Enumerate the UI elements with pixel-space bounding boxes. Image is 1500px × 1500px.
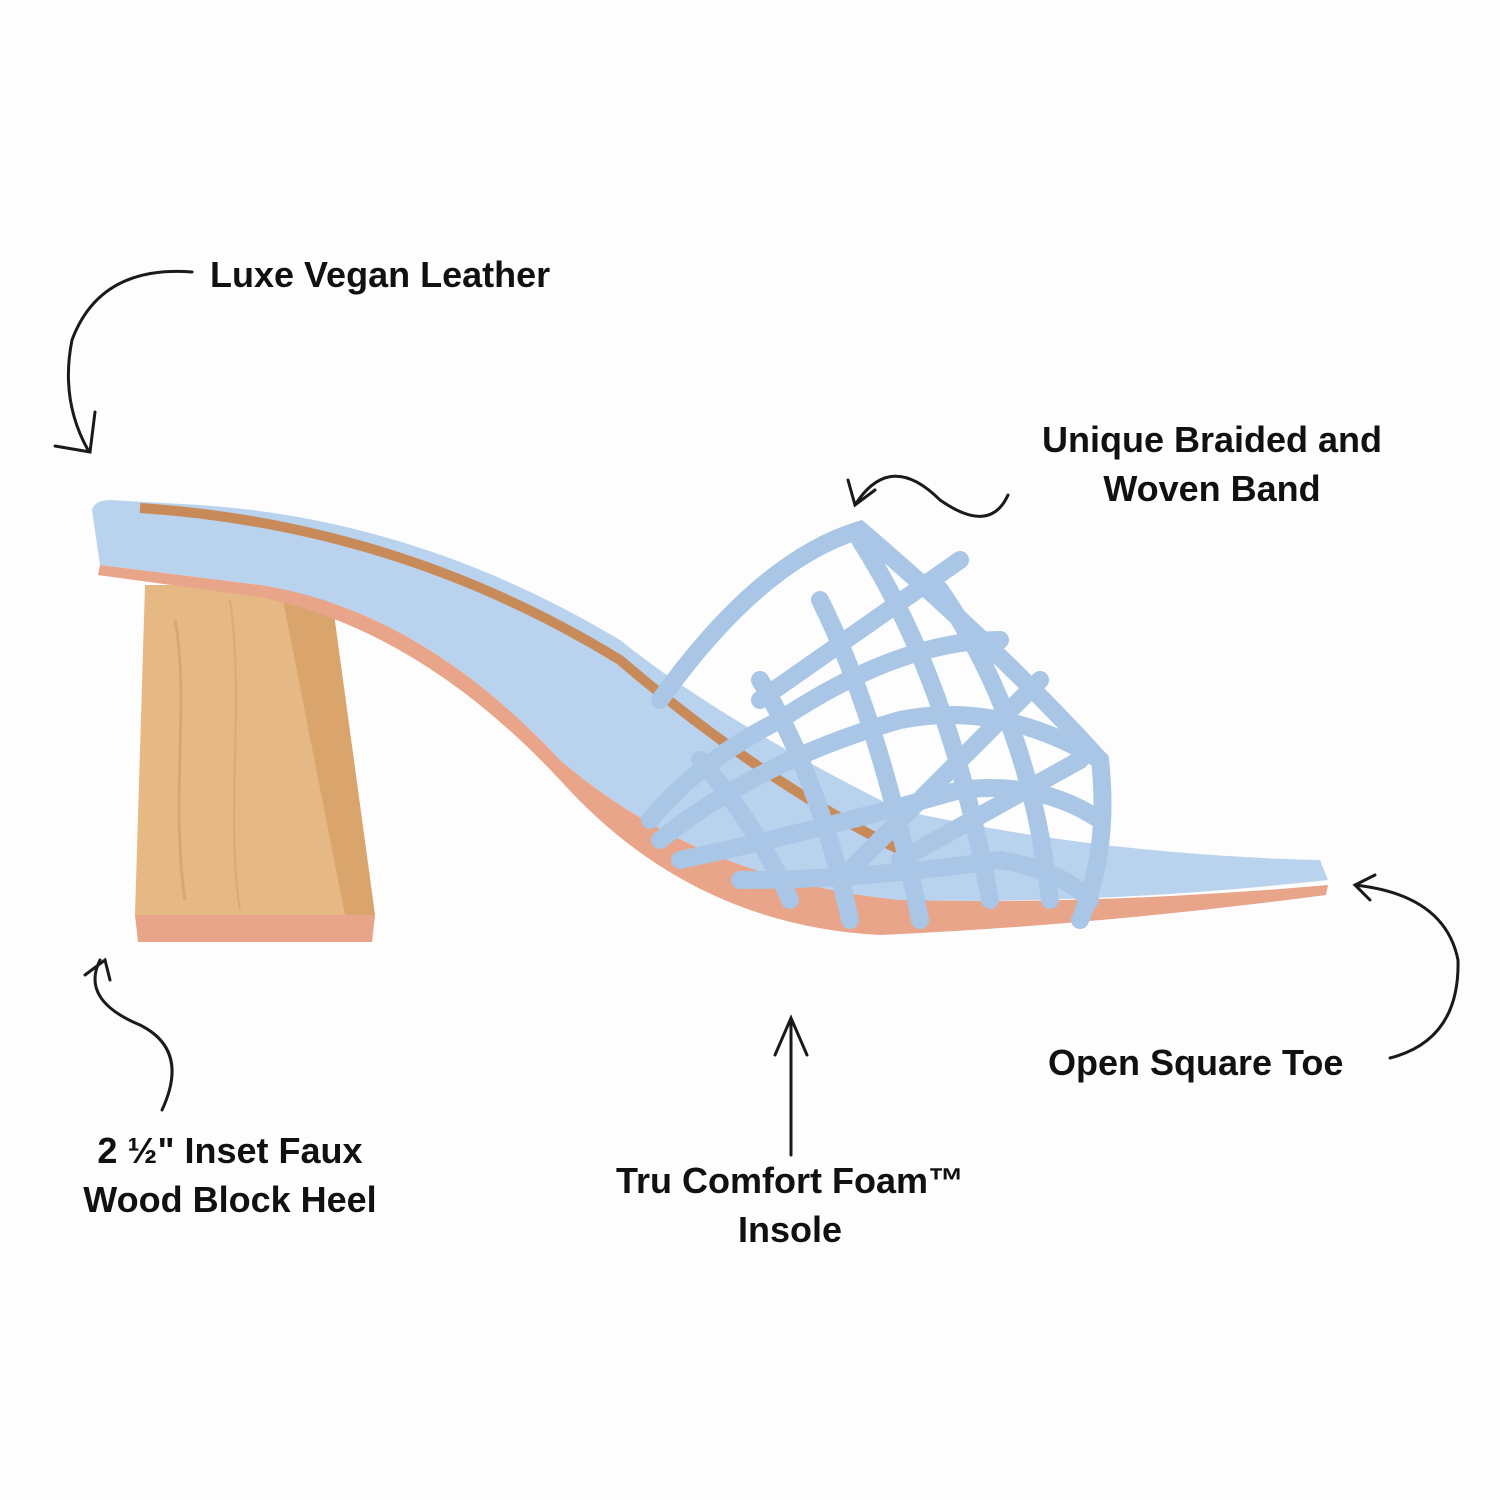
wood-block-heel xyxy=(135,585,375,942)
arrow-band xyxy=(846,474,1010,518)
label-heel: 2 ½" Inset Faux Wood Block Heel xyxy=(30,1126,430,1224)
label-luxe-vegan-leather: Luxe Vegan Leather xyxy=(210,254,551,295)
label-line: Woven Band xyxy=(1103,468,1321,509)
arrow-toe xyxy=(1352,873,1460,1060)
label-line: Unique Braided and xyxy=(1041,419,1383,460)
label-line: Tru Comfort Foam™ xyxy=(616,1160,964,1201)
arrow-leather xyxy=(53,269,194,454)
braided-band xyxy=(641,519,1112,929)
arrow-insole xyxy=(773,1014,809,1157)
arrow-heel xyxy=(83,957,174,1112)
label-braided-band: Unique Braided and Woven Band xyxy=(1012,415,1412,513)
label-line: 2 ½" Inset Faux xyxy=(97,1130,363,1171)
label-line: Insole xyxy=(737,1209,843,1250)
label-line: Wood Block Heel xyxy=(83,1179,377,1220)
label-open-square-toe: Open Square Toe xyxy=(1048,1042,1344,1083)
label-insole: Tru Comfort Foam™ Insole xyxy=(580,1156,1000,1254)
